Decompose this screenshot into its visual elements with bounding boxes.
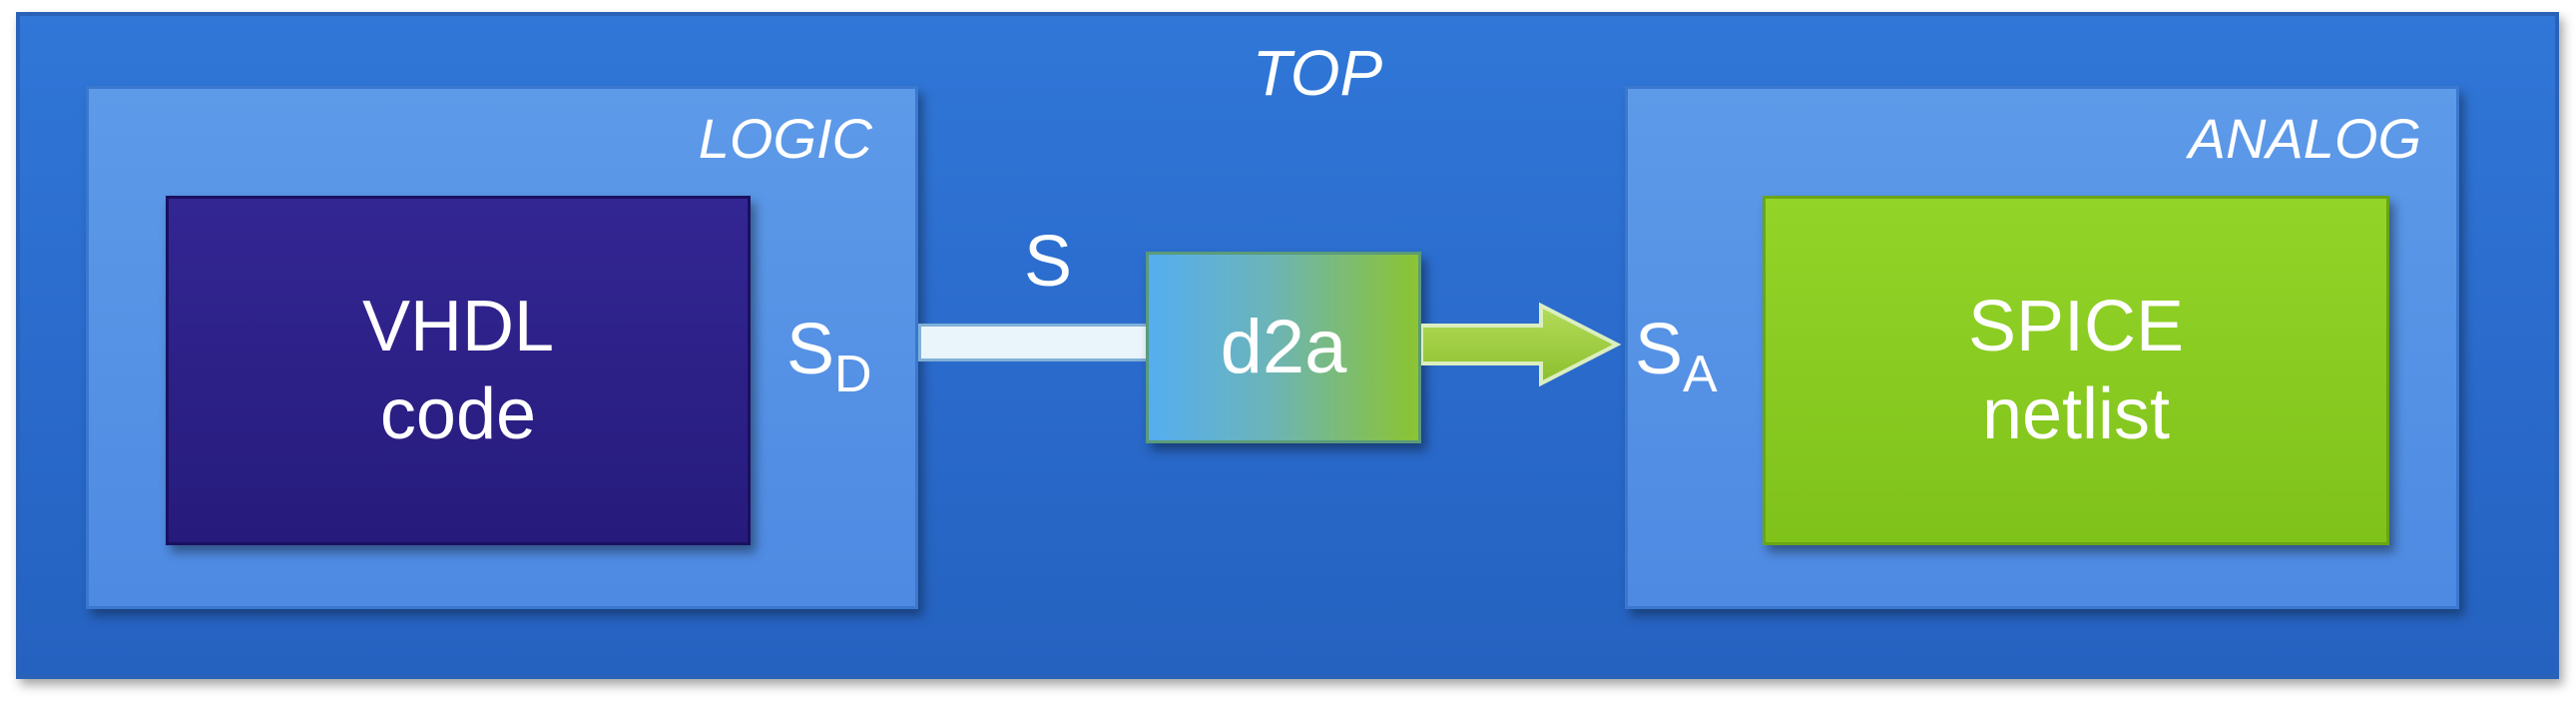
sa-port-main: S — [1635, 310, 1684, 389]
signal-wire — [918, 324, 1150, 361]
sd-port-main: S — [786, 310, 835, 389]
output-arrow-shape — [1421, 302, 1622, 387]
sa-port-subscript: A — [1683, 346, 1718, 403]
signal-label: S — [1023, 222, 1073, 302]
output-arrow — [1421, 302, 1622, 387]
sa-port-label: SA — [1635, 310, 1718, 400]
sd-port-subscript: D — [834, 346, 872, 403]
spice-block-title: SPICE — [1967, 287, 2185, 366]
spice-block-subtitle: netlist — [1981, 374, 2171, 454]
spice-netlist-block: SPICE netlist — [1763, 196, 2389, 545]
sd-port-label: SD — [786, 310, 872, 400]
analog-label: ANALOG — [2188, 107, 2421, 170]
vhdl-code-block: VHDL code — [166, 196, 751, 545]
vhdl-block-title: VHDL — [361, 287, 555, 366]
vhdl-block-subtitle: code — [379, 374, 537, 454]
d2a-label: d2a — [1220, 305, 1347, 389]
top-label: TOP — [1252, 37, 1383, 109]
logic-label: LOGIC — [698, 107, 872, 170]
d2a-converter-block: d2a — [1146, 252, 1421, 443]
